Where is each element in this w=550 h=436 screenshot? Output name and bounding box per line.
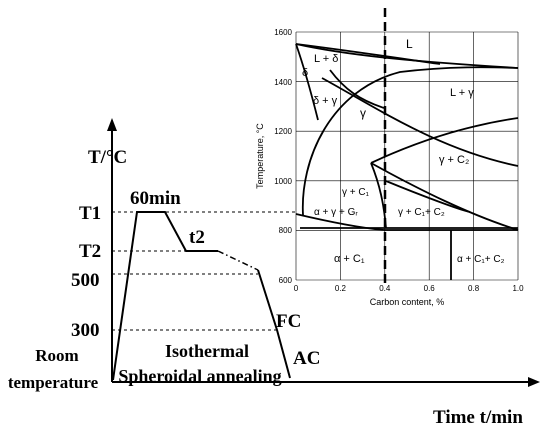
time-axis-arrow	[528, 377, 540, 387]
level-t2-label: T2	[79, 241, 101, 262]
process-name-line1: Isothermal	[165, 341, 249, 361]
cooling-curve	[257, 269, 291, 379]
region-alpha-C1: α + C₁	[334, 253, 365, 265]
x-tick-1.0: 1.0	[512, 284, 524, 293]
region-gamma: γ	[360, 106, 366, 120]
time-axis-label: Time t/min	[433, 407, 523, 428]
heating-and-hold-curve	[112, 211, 218, 381]
y-tick-1200: 1200	[274, 127, 292, 136]
region-alpha-gamma-Gr: α + γ + Gᵣ	[314, 207, 358, 218]
x-tick-0.6: 0.6	[424, 284, 436, 293]
y-tick-800: 800	[279, 226, 293, 235]
region-gamma-C1: γ + C₁	[342, 187, 370, 198]
x-tick-0.8: 0.8	[468, 284, 480, 293]
room-temperature-label-line2: temperature	[8, 373, 99, 392]
phase-boundaries	[295, 43, 519, 280]
heat-treatment-chart: T/°C T1 T2 500 300 Room temperature 60mi…	[8, 118, 540, 428]
hold-time-t2-label: t2	[189, 227, 205, 248]
room-temperature-label-line1: Room	[35, 346, 78, 365]
x-tick-0: 0	[294, 284, 299, 293]
region-L-gamma: L + γ	[450, 87, 474, 99]
c1-c2-boundary	[385, 180, 471, 213]
gamma-c1-boundary	[370, 162, 519, 231]
phase-x-axis-title: Carbon content, %	[370, 297, 445, 307]
y-tick-1000: 1000	[274, 177, 292, 186]
level-300-label: 300	[71, 320, 100, 341]
liquidus-line	[295, 43, 519, 69]
gamma-upper-boundary	[301, 66, 519, 216]
x-tick-0.2: 0.2	[335, 284, 347, 293]
level-t1-label: T1	[79, 203, 101, 224]
air-cooling-label: AC	[293, 348, 320, 369]
temperature-axis-label: T/°C	[88, 147, 127, 168]
y-tick-1400: 1400	[274, 78, 292, 87]
region-L-delta: L + δ	[314, 53, 338, 65]
solidus-gamma	[321, 77, 519, 167]
acm-line	[370, 117, 519, 164]
region-gamma-C1-C2: γ + C₁+ C₂	[398, 207, 445, 218]
y-tick-1600: 1600	[274, 28, 292, 37]
region-gamma-C2: γ + C₂	[439, 154, 469, 166]
process-name-line2: Spheroidal annealing	[118, 366, 281, 386]
y-tick-600: 600	[279, 276, 293, 285]
delta-gamma-boundary	[329, 69, 385, 109]
level-500-label: 500	[71, 270, 100, 291]
furnace-cooling-label: FC	[276, 311, 301, 332]
region-alpha-C1-C2: α + C₁+ C₂	[457, 254, 505, 265]
delta-solvus	[295, 43, 319, 121]
phase-diagram: L L + δ δ δ + γ γ L + γ γ + C₂ γ + C₁ α …	[255, 8, 524, 307]
hold-time-60min-label: 60min	[130, 188, 181, 209]
a3-line	[295, 213, 385, 231]
region-delta: δ	[302, 67, 308, 79]
region-delta-gamma: δ + γ	[313, 95, 338, 107]
phase-y-axis-title: Temperature, °C	[255, 123, 265, 189]
region-L: L	[406, 37, 413, 51]
cooling-transition-dashdot	[217, 250, 259, 271]
x-tick-0.4: 0.4	[379, 284, 391, 293]
temperature-axis-arrow	[107, 118, 117, 131]
delta-liquid-boundary	[295, 43, 441, 65]
